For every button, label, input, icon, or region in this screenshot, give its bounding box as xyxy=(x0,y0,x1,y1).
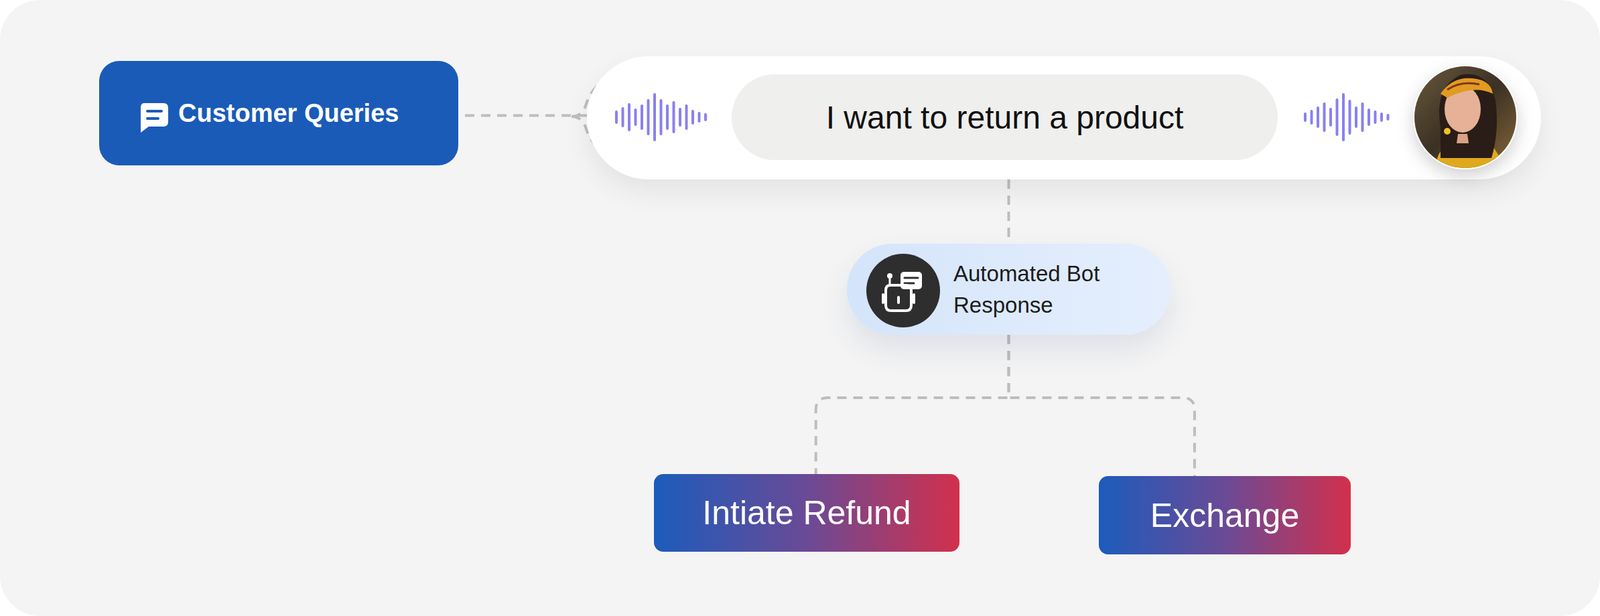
bot-icon-antenna-tip xyxy=(887,273,893,279)
dashed-connector xyxy=(816,335,1010,475)
dashed-connector xyxy=(1009,335,1195,477)
audio-waveform xyxy=(616,94,706,141)
bot-icon-antenna xyxy=(889,277,892,286)
avatar-shirt xyxy=(1433,134,1504,170)
action-button: Intiate Refund xyxy=(653,474,960,553)
message-pill: I want to return a product xyxy=(586,56,1542,180)
avatar-neck xyxy=(1456,134,1469,144)
bot-icon-mouth xyxy=(897,297,900,303)
avatar-headscarf-pattern xyxy=(1447,83,1480,90)
bot-response-pill: Automated Bot Response xyxy=(846,243,1171,336)
chat-icon xyxy=(140,103,169,133)
bot-icon-head xyxy=(885,285,912,311)
avatar-earring xyxy=(1443,127,1451,135)
query-box: Customer Queries xyxy=(99,60,459,166)
dashed-connector xyxy=(464,114,587,118)
avatar-face xyxy=(1444,85,1481,133)
bot-icon-circle xyxy=(866,253,941,328)
node-label: I want to return a product xyxy=(731,74,1278,161)
avatar-hair xyxy=(1439,74,1497,159)
node-label: Customer Queries xyxy=(178,99,399,128)
avatar-portrait xyxy=(1413,64,1518,170)
node-label: Exchange xyxy=(1150,496,1300,536)
node-label: Intiate Refund xyxy=(702,493,911,533)
bot-icon-message xyxy=(900,272,922,290)
avatar-background xyxy=(1413,64,1518,170)
bot-icon-ears xyxy=(883,294,914,303)
dashed-connector xyxy=(1007,179,1011,244)
action-button: Exchange xyxy=(1098,476,1351,555)
bot-icon-message-lines xyxy=(904,278,918,284)
avatar-ring xyxy=(1413,64,1518,170)
chat-icon-lines xyxy=(147,111,162,119)
avatar-headscarf xyxy=(1440,78,1493,98)
audio-waveform xyxy=(1305,94,1389,141)
node-label: Automated Bot Response xyxy=(953,257,1148,321)
avatar-photo xyxy=(1413,64,1518,170)
